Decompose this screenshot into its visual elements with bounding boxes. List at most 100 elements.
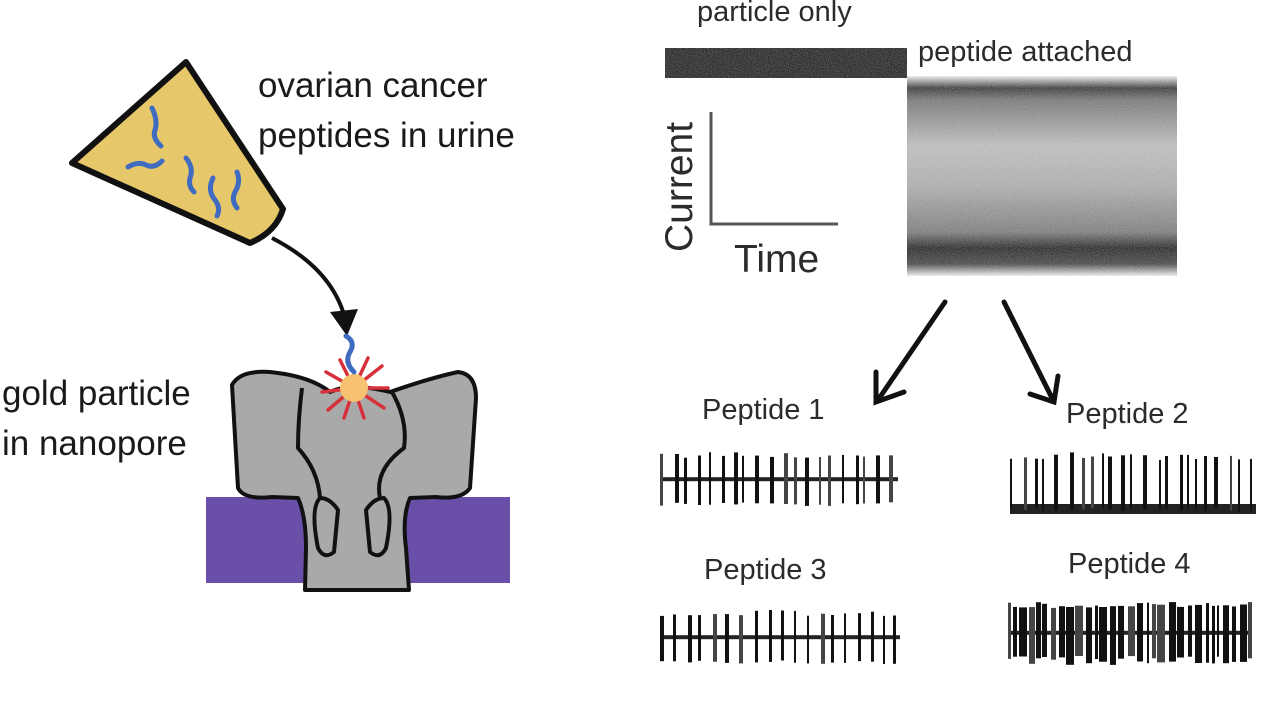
trace-spike: [770, 456, 774, 504]
trace-spike: [1195, 459, 1197, 510]
trace-baseline: [660, 635, 900, 640]
trace-spike: [1118, 605, 1124, 659]
trace-spike: [1042, 458, 1044, 511]
trace-spike: [856, 455, 859, 505]
trace-spike: [755, 455, 759, 504]
peptide-3-label: Peptide 3: [704, 554, 827, 586]
trace-spike: [1157, 604, 1165, 663]
trace-spike: [1108, 456, 1112, 510]
peptide-3-trace: [660, 610, 900, 664]
trace-baseline: [660, 477, 898, 482]
trace-spike: [883, 615, 885, 664]
trace-spike: [889, 455, 893, 503]
trace-spike: [1070, 452, 1074, 510]
trace-spike: [1086, 607, 1092, 664]
trace-spike: [673, 614, 676, 662]
particle-only-label: particle only: [697, 0, 852, 28]
trace-spike: [769, 610, 772, 662]
trace-spike: [1019, 607, 1027, 657]
time-axis-label: Time: [734, 238, 820, 281]
trace-spike: [660, 615, 664, 662]
trace-spike: [1054, 454, 1058, 511]
trace-spike: [781, 610, 784, 661]
trace-spike: [1075, 605, 1083, 656]
trace-spike: [1232, 606, 1236, 662]
trace-spike: [698, 455, 701, 505]
peptides-label-line1: ovarian cancer: [258, 66, 488, 105]
trace-spike: [1143, 455, 1147, 510]
pipette-tube-icon: [69, 59, 286, 246]
trace-spike: [1248, 602, 1252, 659]
trace-spike: [1051, 607, 1056, 660]
trace-spike: [1137, 603, 1143, 662]
trace-spike: [1091, 456, 1094, 509]
trace-spike: [1121, 455, 1125, 511]
trace-spike: [1008, 602, 1011, 659]
trace-spike: [1010, 458, 1012, 510]
trace-spike: [1240, 604, 1247, 662]
trace-spike: [684, 457, 687, 504]
trace-spike: [858, 613, 861, 662]
peptide-1-label: Peptide 1: [702, 394, 825, 426]
trace-spike: [1095, 605, 1098, 659]
particle-only-trace: [665, 48, 907, 78]
trace-baseline: [1010, 504, 1256, 514]
trace-spike: [1214, 457, 1218, 509]
trace-spike: [1177, 606, 1184, 658]
trace-spike: [842, 454, 844, 504]
trace-spike: [709, 452, 711, 505]
trace-spike: [794, 457, 797, 505]
trace-spike: [1128, 606, 1135, 657]
peptide-4-trace: [1008, 602, 1252, 665]
peptides-label-line2: peptides in urine: [258, 116, 515, 155]
trace-spike: [807, 615, 809, 664]
trace-spike: [1204, 456, 1207, 511]
trace-spike: [1102, 453, 1104, 509]
peptide-4-label: Peptide 4: [1068, 548, 1191, 580]
trace-spike: [1217, 605, 1219, 657]
trace-spike: [1212, 605, 1215, 664]
peptide-attached-label: peptide attached: [918, 36, 1133, 68]
scale-bar: [709, 112, 838, 226]
gold-particle-label-line1: gold particle: [2, 374, 191, 413]
trace-spike: [893, 615, 896, 664]
trace-spike: [1029, 607, 1035, 664]
trace-spike: [725, 614, 729, 663]
trace-spike: [1187, 454, 1189, 509]
trace-spike: [1024, 457, 1027, 511]
trace-spike: [688, 615, 692, 663]
trace-spike: [844, 613, 846, 663]
nanopore-icon: [230, 369, 478, 592]
arrow-icon: [873, 299, 1061, 406]
trace-spike: [876, 455, 880, 504]
trace-spike: [871, 611, 874, 662]
gold-particle-icon: [320, 333, 390, 420]
trace-spike: [1152, 604, 1156, 659]
current-axis-label: Current: [658, 121, 701, 252]
trace-spike: [1110, 606, 1116, 665]
trace-spike: [1165, 456, 1168, 509]
trace-spike: [1099, 607, 1107, 662]
trace-spike: [1169, 602, 1176, 662]
peptide-1-trace: [660, 452, 898, 506]
trace-spike: [1036, 602, 1041, 659]
trace-spike: [828, 455, 831, 506]
trace-spike: [722, 455, 725, 503]
trace-spike: [755, 610, 758, 663]
peptide-2-label: Peptide 2: [1066, 398, 1189, 430]
trace-spike: [1082, 457, 1085, 510]
trace-spike: [1147, 602, 1149, 664]
trace-spike: [794, 610, 796, 663]
trace-spike: [742, 455, 744, 503]
trace-spike: [1250, 458, 1252, 511]
trace-spike: [1238, 459, 1240, 512]
trace-spike: [1130, 454, 1132, 510]
peptide-strand-icon: [125, 105, 242, 219]
arrow-icon: [271, 236, 358, 336]
trace-spike: [1180, 454, 1183, 511]
trace-spike: [734, 452, 738, 505]
trace-spike: [1042, 603, 1047, 657]
trace-spike: [819, 457, 821, 505]
